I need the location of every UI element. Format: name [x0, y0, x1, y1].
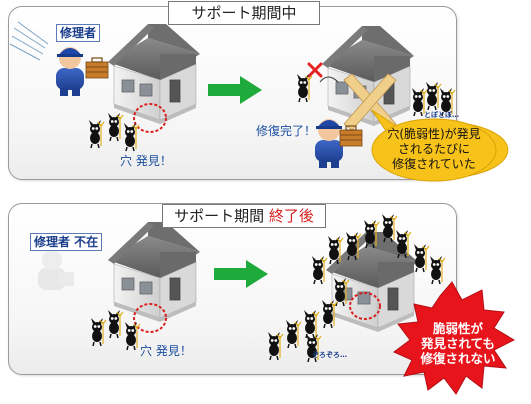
- bounce-path: [319, 76, 339, 83]
- repairman-icon-2: [315, 119, 343, 168]
- hole-found-caption-bottom: 穴 発見！: [140, 344, 192, 358]
- callout-text: 穴(脆弱性)が発見 されるたびに 修復されていた: [380, 127, 488, 172]
- imps-top-left: [88, 112, 140, 152]
- imps-bottom-left: [90, 309, 141, 351]
- repair-done-caption: 修復完了！: [256, 124, 317, 138]
- callout-line-1: 穴(脆弱性)が発見: [387, 127, 481, 141]
- hole-circle-top: [133, 103, 167, 133]
- burst-line-2: 発見されても: [420, 336, 495, 351]
- green-arrow-bottom: [214, 260, 268, 288]
- x-mark-icon: [307, 62, 323, 78]
- crowd-text-bottom: ぞろぞろ…: [312, 351, 347, 359]
- green-arrow-top: [208, 76, 262, 104]
- warning-burst: [393, 281, 516, 395]
- house-left-top: [107, 23, 201, 125]
- hole-circle-bottom: [133, 303, 167, 333]
- burst-text: 脆弱性が 発見されても 修復されない: [406, 321, 510, 366]
- burst-line-1: 脆弱性が: [432, 321, 483, 336]
- repairman-ghost-icon: [38, 250, 74, 290]
- house-left-bottom: [107, 221, 201, 323]
- callout-bubble: [371, 118, 497, 182]
- crowd-text-top: とぼとぼ…: [424, 111, 459, 119]
- speed-lines: [9, 21, 49, 61]
- title-after-support: サポート期間 終了後: [162, 204, 326, 228]
- burst-line-3: 修復されない: [420, 351, 496, 366]
- callout-line-2: されるたびに: [397, 142, 470, 156]
- title-text: サポート期間中: [191, 4, 297, 22]
- repairer-label: 修理者: [56, 24, 101, 42]
- repairman-icon: [56, 47, 84, 96]
- title-support-period: サポート期間中: [168, 1, 320, 25]
- toolbox-icon: [85, 57, 109, 79]
- imp-bounced: [296, 73, 313, 103]
- repairer-absent-label: 修理者 不在: [30, 233, 103, 251]
- callout-line-3: 修復されていた: [392, 157, 476, 171]
- title-suffix: 終了後: [268, 207, 314, 225]
- title-prefix: サポート期間: [174, 207, 269, 225]
- hole-found-caption-top: 穴 発見！: [120, 154, 172, 168]
- hole-circle-bottom-right: [349, 292, 381, 320]
